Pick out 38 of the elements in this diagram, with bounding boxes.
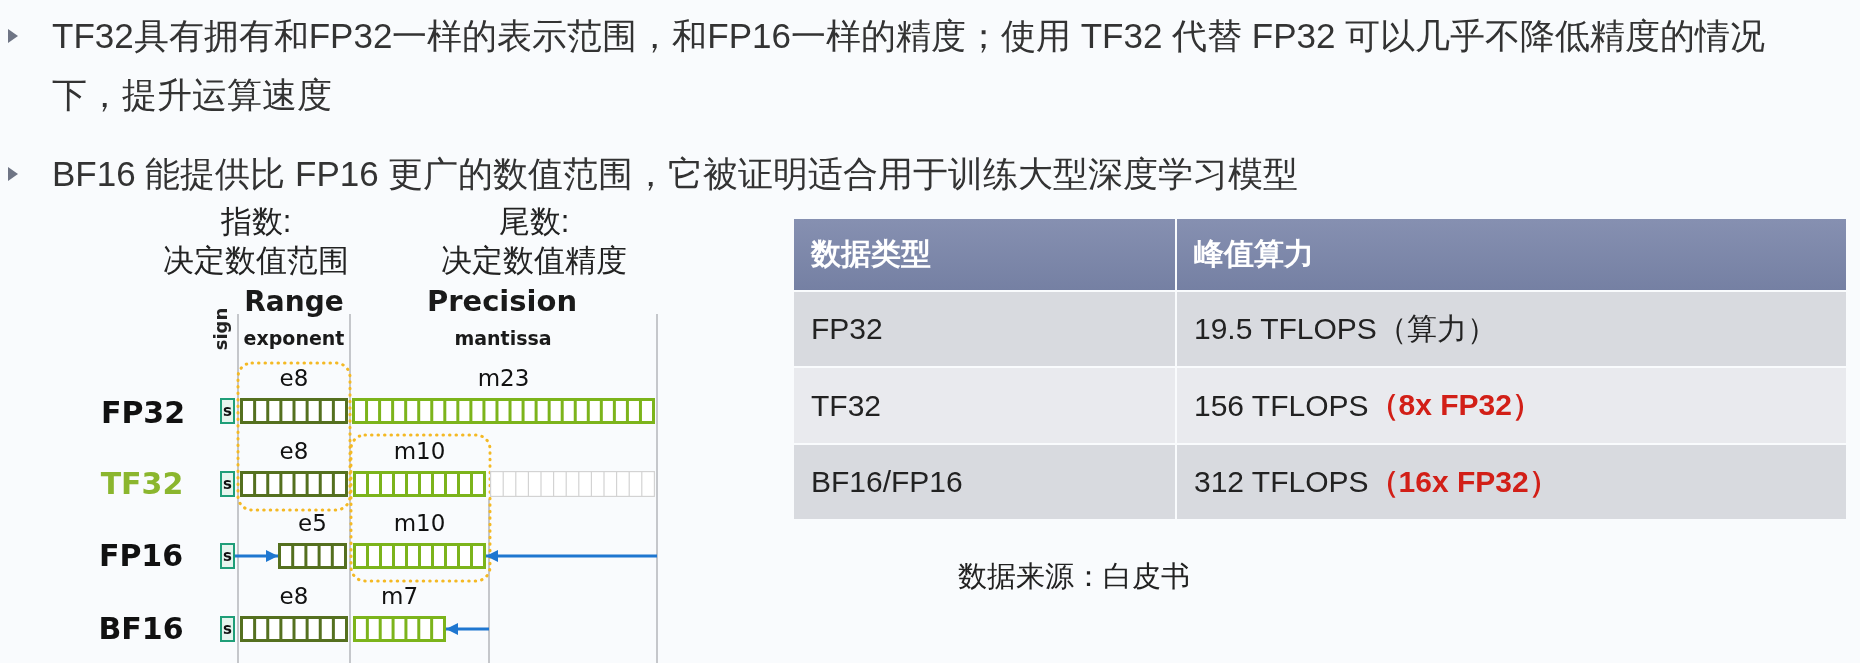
bullet-text: TF32具有拥有和FP32一样的表示范围，和FP16一样的精度；使用 TF32 代替 FP32 可以几乎不降低精度的情况下，提升运算速度 <box>52 15 1767 116</box>
field-label: m7 <box>381 582 418 610</box>
bullet-text: BF16 能提供比 FP16 更广的数值范围，它被证明适合用于训练大型深度学习模型 <box>52 153 1299 195</box>
row-label: TF32 <box>100 466 184 502</box>
column-subheading: exponent <box>243 328 345 350</box>
table-cell: 312 TFLOPS（16x FP32） <box>1177 445 1846 519</box>
column-heading: Precision <box>426 285 578 319</box>
table-cell: TF32 <box>794 368 1175 443</box>
arrow <box>446 623 489 635</box>
column-heading: Range <box>244 285 344 319</box>
table-cell: FP32 <box>794 292 1175 366</box>
field-label: e8 <box>279 437 309 465</box>
header-cell: 峰值算力 <box>1177 219 1846 290</box>
sign-bit-box: s <box>220 398 235 424</box>
field-label: e8 <box>279 582 309 610</box>
row-label: FP16 <box>98 538 184 574</box>
row-label: BF16 <box>98 611 184 647</box>
table-cell: 156 TFLOPS（8x FP32） <box>1177 368 1846 443</box>
row-label: FP32 <box>100 395 186 431</box>
heading-text: 指数:决定数值范围 <box>163 203 349 280</box>
field-label: m23 <box>477 364 530 392</box>
bit-field-bar <box>490 471 655 497</box>
heading-text: 尾数:决定数值精度 <box>441 203 627 280</box>
column-subheading: mantissa <box>454 328 552 350</box>
column-label: sign <box>212 307 230 351</box>
arrow <box>486 550 657 562</box>
header-cell: 数据类型 <box>794 219 1175 290</box>
field-label: e8 <box>279 364 309 392</box>
table-cell: BF16/FP16 <box>794 445 1175 519</box>
arrow <box>235 550 278 562</box>
field-label: e5 <box>298 509 327 537</box>
field-label: m10 <box>393 437 446 465</box>
sign-bit-box: s <box>220 616 235 642</box>
sign-bit-box: s <box>220 471 235 497</box>
source-note: 数据来源：白皮书 <box>958 558 1190 594</box>
sign-bit-box: s <box>220 543 235 569</box>
field-label: m10 <box>393 509 446 537</box>
table-cell: 19.5 TFLOPS（算力） <box>1177 292 1846 366</box>
